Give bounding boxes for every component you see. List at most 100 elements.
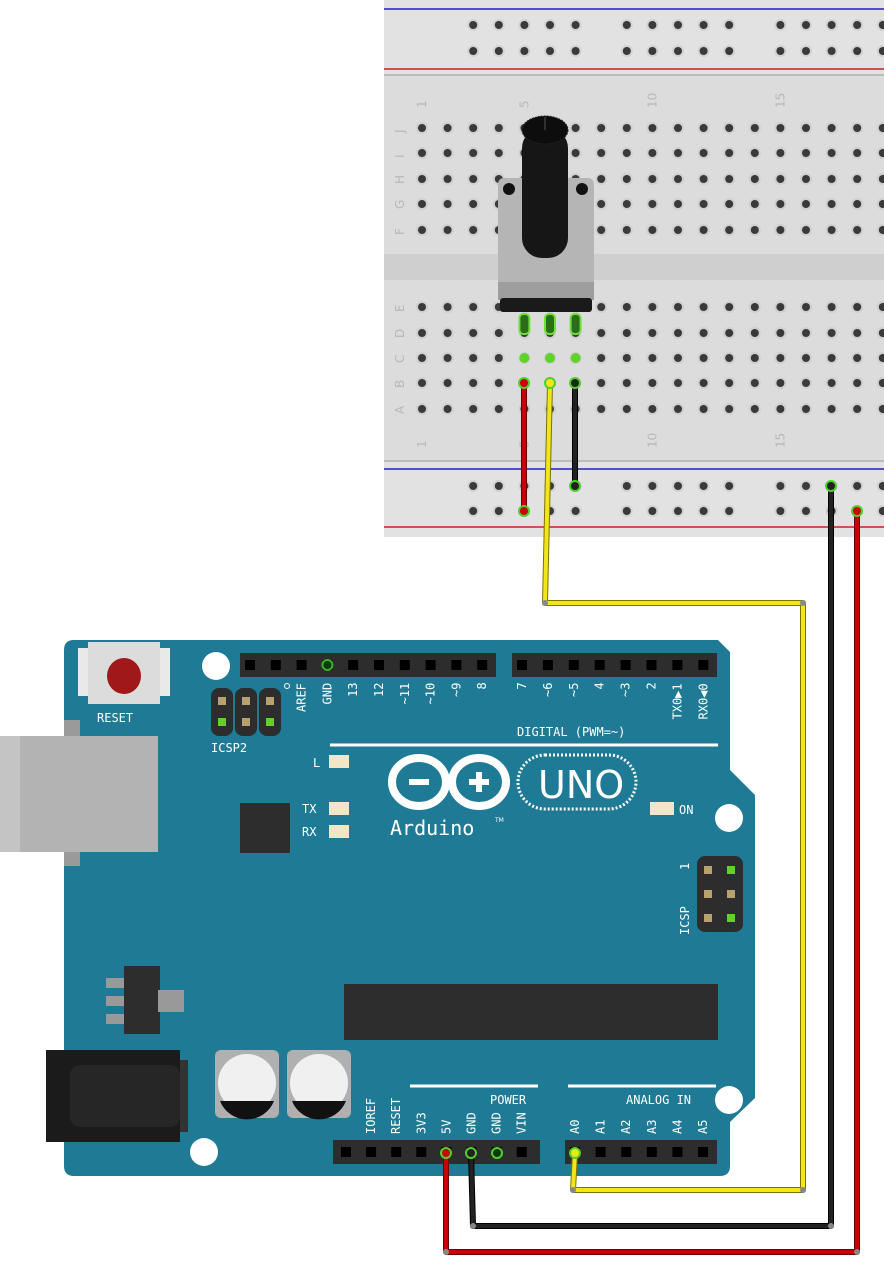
icsp-label: ICSP [678, 906, 692, 935]
header-pin[interactable] [516, 1147, 527, 1157]
potentiometer[interactable] [498, 115, 594, 335]
header-pin[interactable] [568, 660, 579, 670]
header-pin[interactable] [672, 660, 683, 670]
analog-pin-label: A0 [568, 1120, 582, 1134]
row-label: H [393, 175, 407, 184]
digital-pin-label: ~9 [449, 683, 463, 697]
connected-hole [570, 353, 581, 363]
digital-header-right [512, 653, 717, 677]
analog-label: ANALOG IN [626, 1093, 691, 1107]
wires [440, 377, 863, 1255]
header-pin[interactable] [451, 660, 462, 670]
digital-pin-label: GND [320, 683, 334, 705]
icsp2-pin[interactable] [266, 718, 274, 726]
header-pin[interactable] [425, 660, 436, 670]
power-pin-label: RESET [389, 1098, 403, 1134]
wire-bend[interactable] [443, 1249, 449, 1255]
wire-endpoint [465, 1147, 477, 1159]
breadboard: 115510101515JIHGFEDCBA [384, 0, 884, 537]
icsp-pin[interactable] [727, 866, 735, 874]
header-pin[interactable] [542, 660, 553, 670]
column-label: 15 [773, 433, 787, 448]
pot-knob[interactable] [522, 128, 568, 258]
icsp2-pin[interactable] [218, 697, 226, 705]
header-pin[interactable] [698, 1147, 708, 1157]
led-tx [329, 802, 349, 815]
icsp-pin[interactable] [704, 914, 712, 922]
power-header [333, 1140, 540, 1164]
header-pin[interactable] [245, 660, 255, 670]
arduino-logo: UNO Arduino TM [388, 753, 638, 840]
header-pin[interactable] [399, 660, 410, 670]
icsp-pin[interactable] [704, 866, 712, 874]
led-tx-label: TX [302, 802, 317, 816]
wire-endpoint [825, 480, 837, 492]
header-pin[interactable] [477, 660, 488, 670]
wire-bend[interactable] [828, 1223, 834, 1229]
column-label: 5 [517, 100, 531, 108]
digital-pin-label: ~3 [619, 683, 633, 697]
icsp2-pin[interactable] [242, 718, 250, 726]
header-pin[interactable] [594, 660, 605, 670]
header-pin[interactable] [270, 660, 281, 670]
power-pin-label: 3V3 [414, 1112, 428, 1134]
wire-bend[interactable] [800, 1187, 806, 1193]
column-label: 10 [645, 93, 659, 108]
header-pin[interactable] [296, 660, 307, 670]
icsp-pin[interactable] [727, 914, 735, 922]
header-pin[interactable] [517, 660, 527, 670]
model-label: UNO [538, 763, 624, 807]
led-l-label: L [313, 756, 320, 770]
icsp-header [697, 856, 743, 932]
header-pin[interactable] [698, 660, 709, 670]
power-pin-label: GND [465, 1112, 479, 1134]
header-pin[interactable] [646, 1147, 657, 1157]
row-label: I [393, 154, 407, 158]
icsp-pin1-label: 1 [678, 863, 692, 870]
icsp-pin[interactable] [727, 890, 735, 898]
header-pin[interactable] [391, 1147, 402, 1157]
icsp2-pin[interactable] [266, 697, 274, 705]
header-pin[interactable] [621, 1147, 632, 1157]
header-pin[interactable] [646, 660, 657, 670]
row-label: E [393, 304, 407, 312]
icsp2-pin[interactable] [242, 697, 250, 705]
header-pin[interactable] [672, 1147, 683, 1157]
header-pin[interactable] [620, 660, 631, 670]
center-channel [384, 254, 884, 280]
wire-bend[interactable] [470, 1223, 476, 1229]
header-pin[interactable] [595, 1147, 606, 1157]
icsp2-pin[interactable] [218, 718, 226, 726]
logo-text: Arduino [390, 816, 474, 840]
analog-pin-label: A5 [696, 1120, 710, 1134]
header-pin[interactable] [374, 660, 384, 670]
row-label: F [393, 228, 407, 235]
digital-pin-label: TX0▶1 [670, 683, 684, 719]
digital-pin-label: AREF [295, 683, 309, 712]
wire-bend[interactable] [570, 1187, 576, 1193]
reset-label: RESET [97, 711, 133, 725]
header-pin[interactable] [416, 1147, 427, 1157]
mounting-hole [715, 1086, 743, 1114]
digital-label: DIGITAL (PWM=~) [517, 725, 625, 739]
power-label: POWER [490, 1093, 527, 1107]
wire-bend[interactable] [854, 1249, 860, 1255]
wire-bend[interactable] [542, 600, 548, 606]
digital-pin-label: 8 [475, 682, 489, 689]
header-pin[interactable] [348, 660, 359, 670]
icsp2-label: ICSP2 [211, 741, 247, 755]
pot-leg [518, 313, 531, 335]
wire-bend[interactable] [800, 600, 806, 606]
power-pin-label: GND [490, 1112, 504, 1134]
dc-power-jack [46, 1050, 188, 1142]
header-pin[interactable] [366, 1147, 377, 1157]
mounting-hole [715, 804, 743, 832]
digital-pin-label: 13 [346, 683, 360, 697]
column-label: 10 [645, 433, 659, 448]
icsp-pin[interactable] [704, 890, 712, 898]
header-pin[interactable] [341, 1147, 351, 1157]
digital-pin-label: ~6 [541, 683, 555, 697]
reset-button[interactable] [78, 642, 170, 704]
wire-endpoint [851, 505, 863, 517]
